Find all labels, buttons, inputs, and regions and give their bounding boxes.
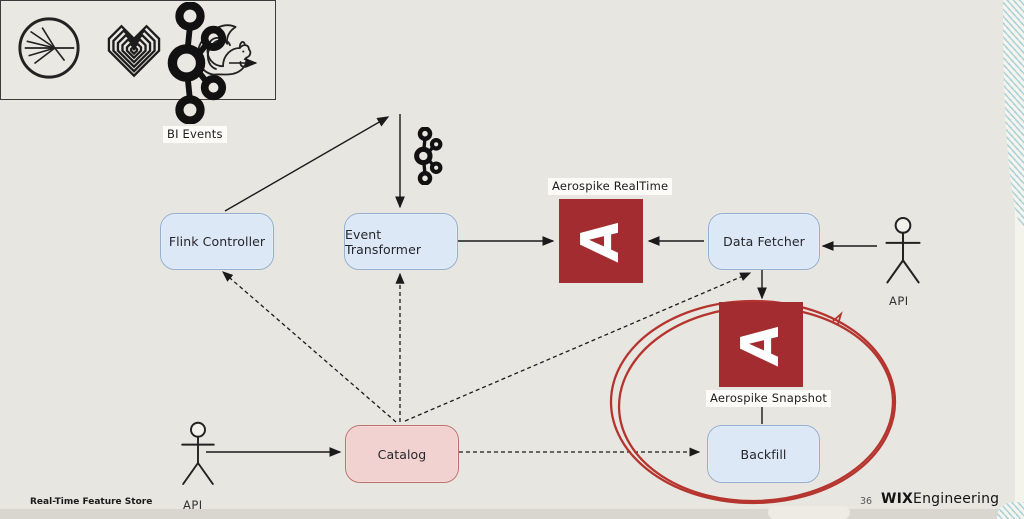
wix-engineering-logo: WIXEngineering <box>881 491 999 507</box>
dashed-catalog-to-flink <box>222 271 397 423</box>
backfill-node: Backfill <box>707 425 820 483</box>
aerospike-snapshot-label: Aerospike Snapshot <box>706 390 832 407</box>
api-label-right: API <box>889 294 909 308</box>
aerospike-snapshot-icon: A <box>719 302 803 387</box>
slide-title-footer: Real-Time Feature Store <box>30 497 153 507</box>
starburst-icon <box>16 15 82 85</box>
api-actor-bottom-icon <box>168 421 228 491</box>
kafka-icon <box>150 1 230 125</box>
api-actor-right-icon <box>880 215 926 291</box>
event-transformer-node: Event Transformer <box>344 213 458 270</box>
bottom-highlight-pill <box>768 506 850 519</box>
aerospike-letter: A <box>571 217 631 265</box>
aerospike-realtime-icon: A <box>559 199 643 283</box>
aerospike-letter: A <box>731 321 791 368</box>
data-fetcher-node: Data Fetcher <box>708 213 820 270</box>
teal-stripes-top-right <box>1003 0 1024 228</box>
catalog-label: Catalog <box>377 446 427 462</box>
aerospike-realtime-label: Aerospike RealTime <box>548 178 673 195</box>
brand-regular: Engineering <box>913 491 1000 507</box>
arrow-flink-to-sources <box>224 116 390 212</box>
flink-controller-node: Flink Controller <box>160 213 274 270</box>
nested-heart-icon <box>98 15 170 85</box>
kafka-small-icon <box>404 126 446 186</box>
data-fetcher-label: Data Fetcher <box>723 234 805 249</box>
backfill-label: Backfill <box>740 446 787 462</box>
bi-events-label: BI Events <box>163 126 227 143</box>
dashed-catalog-to-fetcher <box>404 272 752 422</box>
flink-controller-label: Flink Controller <box>168 234 266 249</box>
stream-engines-box <box>0 0 276 100</box>
event-transformer-label: Event Transformer <box>345 226 422 257</box>
catalog-node: Catalog <box>345 425 459 483</box>
brand-bold: WIX <box>881 491 914 507</box>
page-number: 36 <box>860 496 873 507</box>
api-label-bottom: API <box>183 498 203 512</box>
teal-stripes-bottom-right <box>997 502 1024 519</box>
bottom-edge-strip <box>0 509 1024 519</box>
right-edge-cream-bar <box>1015 175 1024 519</box>
